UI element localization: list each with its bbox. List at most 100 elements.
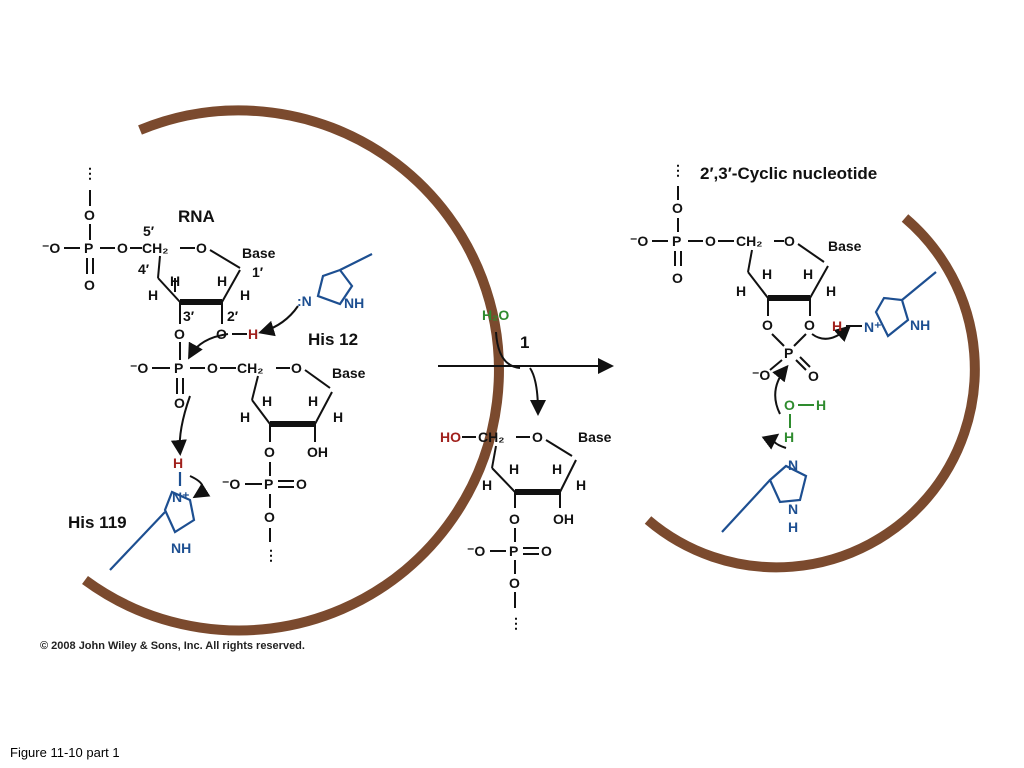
atom-p-cyclic: P <box>784 345 793 361</box>
atom-o-minus: ⁻O <box>630 233 648 249</box>
atom-ch2: CH₂ <box>736 233 762 249</box>
atom-o: O <box>672 200 683 216</box>
his119-imidazole: N⁺ NH <box>109 472 196 571</box>
atom-oh: OH <box>307 444 328 460</box>
his119-label: His 119 <box>68 513 127 532</box>
reaction-diagram: RNA ⋮ O ⁻O P O O CH₂ 5′ O Base 1′ 4′ H H… <box>42 105 980 636</box>
chain-ellipsis: ⋮ <box>509 615 523 631</box>
atom-o-minus: ⁻O <box>42 240 60 256</box>
atom-o: O <box>264 509 275 525</box>
figure-caption: Figure 11-10 part 1 <box>10 745 120 760</box>
atom-h: H <box>736 283 746 299</box>
enzyme-surface-right <box>644 214 980 573</box>
carbon-label-1: 1′ <box>252 264 264 280</box>
atom-h: H <box>240 287 250 303</box>
atom-o-3: O <box>174 326 185 342</box>
carbon-label-4: 4′ <box>138 261 150 277</box>
atom-oh: OH <box>553 511 574 527</box>
carbon-label-2: 2′ <box>227 308 239 324</box>
atom-p: P <box>509 543 518 559</box>
rna-label: RNA <box>178 207 215 226</box>
water-h-2: H <box>784 429 794 445</box>
ring-oxygen: O <box>784 233 795 249</box>
his119-imidazole-neutral: N N H <box>721 457 808 535</box>
atom-p: P <box>264 476 273 492</box>
atom-p: P <box>84 240 93 256</box>
his119-nh: NH <box>171 540 191 556</box>
atom-h: H <box>762 266 772 282</box>
chain-ellipsis: ⋮ <box>264 547 278 563</box>
atom-o: O <box>296 476 307 492</box>
carbon-label-3: 3′ <box>183 308 195 324</box>
atom-h: H <box>240 409 250 425</box>
chain-ellipsis: ⋮ <box>671 162 685 178</box>
atom-h: H <box>333 409 343 425</box>
atom-o: O <box>84 207 95 223</box>
atom-h: H <box>308 393 318 409</box>
atom-h: H <box>576 477 586 493</box>
atom-o: O <box>541 543 552 559</box>
water-h: H <box>816 397 826 413</box>
atom-p-2: P <box>174 360 183 376</box>
atom-h: H <box>803 266 813 282</box>
atom-o: O <box>174 395 185 411</box>
his12-proton: H <box>832 318 842 334</box>
proton-2oh: H <box>248 326 258 342</box>
ring-oxygen: O <box>532 429 543 445</box>
base-label: Base <box>828 238 862 254</box>
base-label: Base <box>332 365 366 381</box>
atom-ho: HO <box>440 429 461 445</box>
atom-h: H <box>217 273 227 289</box>
atom-ch2: CH₂ <box>237 360 263 376</box>
his119-n: N <box>788 457 798 473</box>
atom-h: H <box>170 273 180 289</box>
his12-n: :N <box>297 293 312 309</box>
chain-ellipsis: ⋮ <box>83 165 97 181</box>
base-label: Base <box>578 429 612 445</box>
atom-o-minus: ⁻O <box>752 367 770 383</box>
his12-imidazole-protonated: N⁺ NH <box>864 271 937 338</box>
his119-proton: H <box>173 455 183 471</box>
ring-oxygen: O <box>196 240 207 256</box>
product-title: 2′,3′-Cyclic nucleotide <box>700 164 877 183</box>
base-label: Base <box>242 245 276 261</box>
atom-o: O <box>808 368 819 384</box>
atom-h: H <box>262 393 272 409</box>
atom-h: H <box>148 287 158 303</box>
water-o: O <box>784 397 795 413</box>
atom-ch2: CH₂ <box>142 240 168 256</box>
atom-o: O <box>705 233 716 249</box>
atom-o-minus: ⁻O <box>467 543 485 559</box>
his12-nh: NH <box>344 295 364 311</box>
his12-imidazole: :N NH <box>297 253 373 311</box>
his119-h: H <box>788 519 798 535</box>
atom-p: P <box>672 233 681 249</box>
atom-h: H <box>826 283 836 299</box>
atom-o: O <box>84 277 95 293</box>
atom-o: O <box>509 511 520 527</box>
atom-o: O <box>207 360 218 376</box>
atom-h: H <box>509 461 519 477</box>
his119-n-h: N <box>788 501 798 517</box>
ring-oxygen: O <box>291 360 302 376</box>
atom-o-2: O <box>216 326 227 342</box>
his12-label: His 12 <box>308 330 358 349</box>
atom-o: O <box>509 575 520 591</box>
atom-h: H <box>552 461 562 477</box>
water-label: H₂O <box>482 307 509 323</box>
carbon-label-5: 5′ <box>143 223 155 239</box>
atom-ch2: CH₂ <box>478 429 504 445</box>
his12-nh: NH <box>910 317 930 333</box>
atom-o-3: O <box>762 317 773 333</box>
atom-o: O <box>117 240 128 256</box>
step-number: 1 <box>520 333 529 352</box>
enzyme-surface-left <box>82 105 504 636</box>
atom-o-minus: ⁻O <box>222 476 240 492</box>
atom-o-minus: ⁻O <box>130 360 148 376</box>
copyright-notice: © 2008 John Wiley & Sons, Inc. All right… <box>40 640 305 652</box>
his12-n-plus: N⁺ <box>864 319 882 335</box>
atom-o: O <box>264 444 275 460</box>
atom-o: O <box>672 270 683 286</box>
his119-n-plus: N⁺ <box>172 489 190 505</box>
